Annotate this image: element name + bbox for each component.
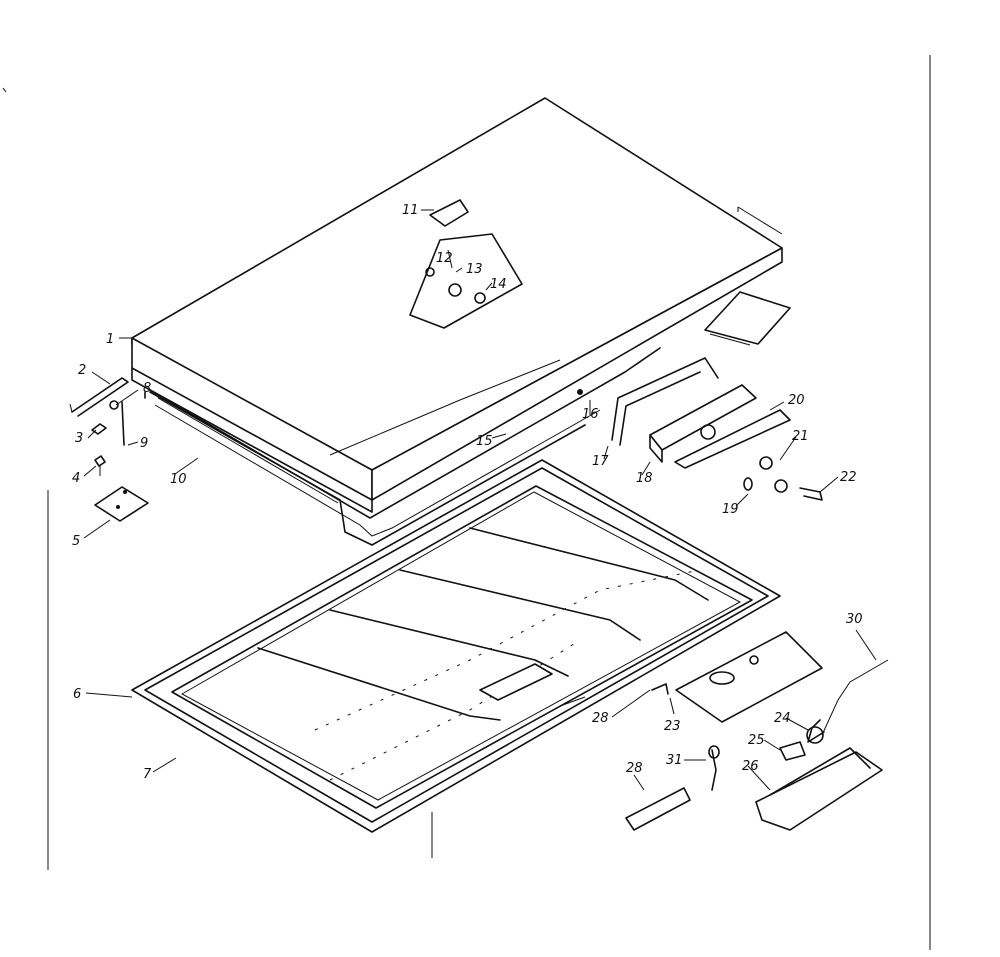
- callout-26: 26: [742, 759, 759, 774]
- callout-16: 16: [582, 407, 599, 422]
- latch-parts: [625, 631, 889, 831]
- callout-3: 3: [75, 431, 83, 446]
- callout-19: 19: [722, 502, 739, 517]
- callout-4: 4: [72, 471, 80, 486]
- lock-plate: [409, 199, 523, 329]
- callout-11: 11: [402, 203, 419, 218]
- callout-9: 9: [140, 436, 148, 451]
- callout-28-lower: 28: [626, 761, 643, 776]
- callout-15: 15: [476, 434, 493, 449]
- callout-1: 1: [106, 332, 114, 347]
- callout-8: 8: [143, 381, 151, 396]
- callout-10: 10: [170, 472, 187, 487]
- callout-17: 17: [592, 454, 609, 469]
- callout-18: 18: [636, 471, 653, 486]
- callout-5: 5: [72, 534, 80, 549]
- callout-22: 22: [840, 470, 857, 485]
- callout-7: 7: [143, 767, 152, 782]
- callout-13: 13: [466, 262, 483, 277]
- callout-30: 30: [846, 612, 863, 627]
- handle-parts: [577, 357, 823, 501]
- hinge-parts: [69, 377, 149, 522]
- callout-31: 31: [666, 753, 683, 768]
- callout-14: 14: [490, 277, 507, 292]
- callout-2: 2: [78, 363, 86, 378]
- lid-assembly: [131, 97, 791, 546]
- callout-25: 25: [748, 733, 765, 748]
- callout-12: 12: [436, 251, 453, 266]
- callout-24: 24: [774, 711, 791, 726]
- callout-21: 21: [792, 429, 809, 444]
- callout-20: 20: [788, 393, 805, 408]
- cabinet-top-frame: [131, 459, 781, 858]
- callout-6: 6: [73, 687, 81, 702]
- callout-28-upper: 28: [592, 711, 609, 726]
- page-border: [2, 55, 931, 950]
- leader-lines: [83, 209, 877, 791]
- callout-23: 23: [664, 719, 681, 734]
- callout-labels: 1 2 3 4 5 6 7 8 9 10 11 12 13 14 15 16 1…: [72, 203, 863, 782]
